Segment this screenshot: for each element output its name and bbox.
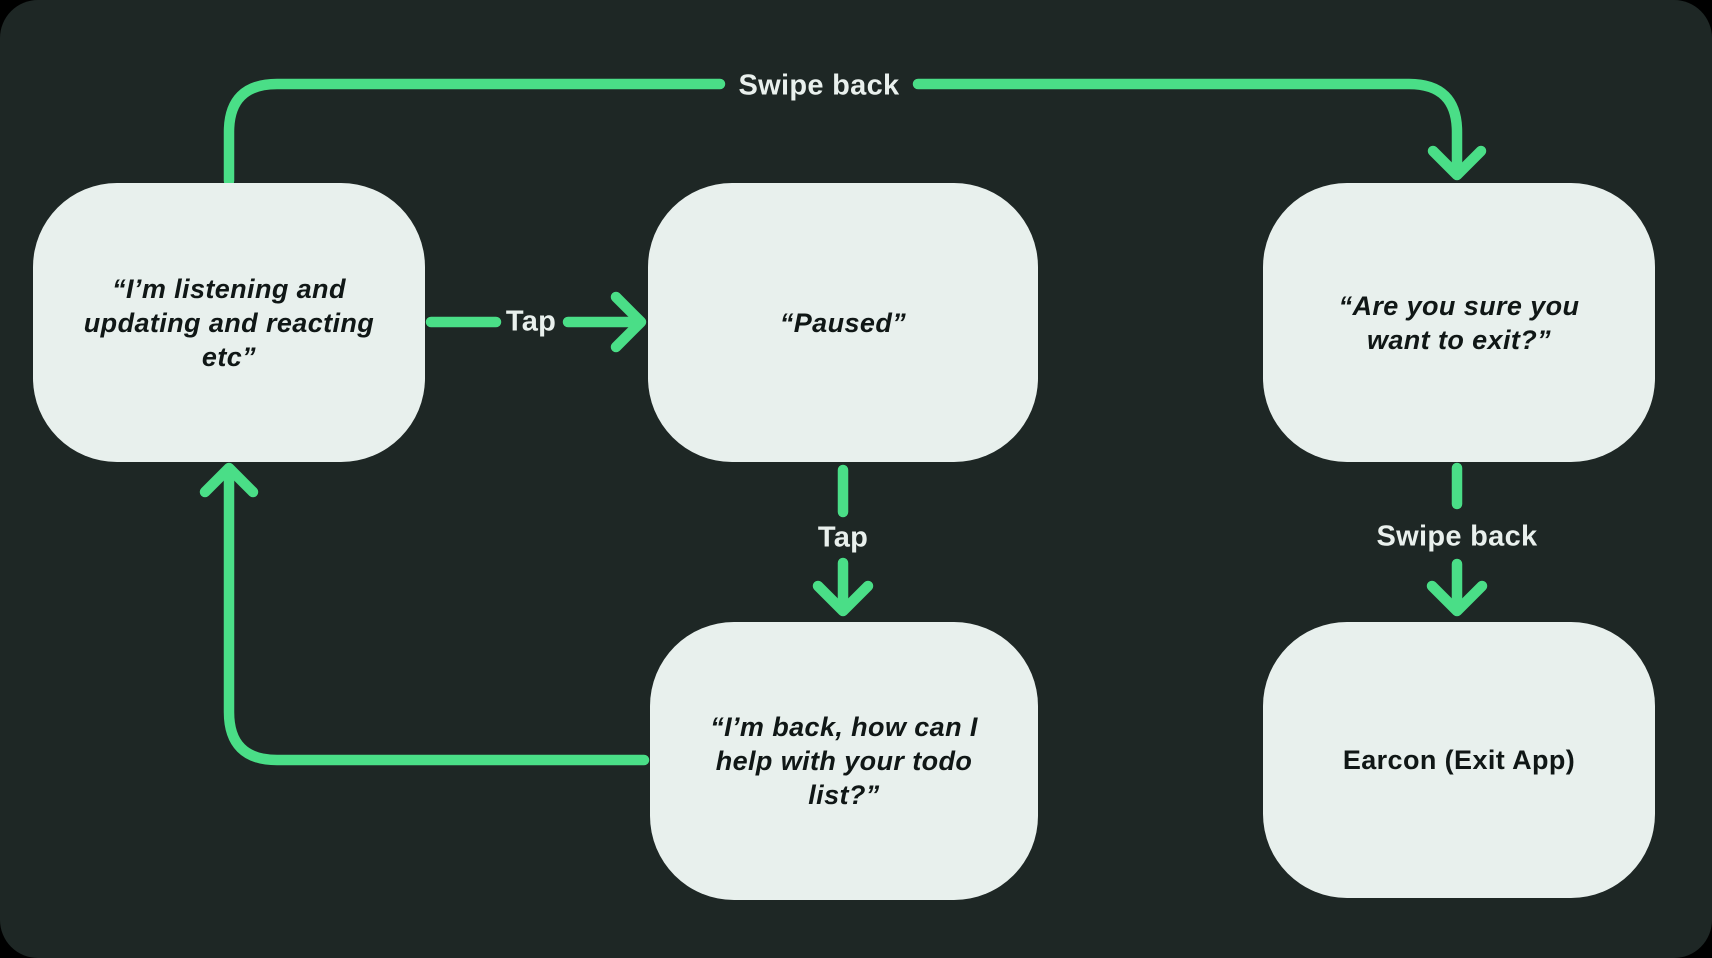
- edge-swipe-back-top-left-segment: [223, 78, 726, 187]
- node-earcon-exit-text: Earcon (Exit App): [1342, 745, 1576, 775]
- arrowhead-down-icon: [812, 580, 874, 617]
- node-paused: “Paused”: [648, 183, 1038, 462]
- arrowhead-down-icon: [1426, 580, 1488, 617]
- node-listening-text: “I’m listening and updating and reacting…: [83, 273, 375, 372]
- node-back-help-text: “I’m back, how can I help with your todo…: [710, 712, 978, 810]
- node-paused-text: “Paused”: [779, 307, 907, 338]
- edge-label-tap-down: Tap: [817, 521, 869, 554]
- node-back-help: “I’m back, how can I help with your todo…: [650, 622, 1038, 900]
- edge-label-swipe-back-top: Swipe back: [738, 69, 900, 102]
- node-exit-confirm-text: “Are you sure you want to exit?”: [1338, 290, 1580, 355]
- arrowhead-up-icon: [199, 462, 259, 498]
- node-exit-confirm: “Are you sure you want to exit?”: [1263, 183, 1655, 462]
- node-earcon-exit: Earcon (Exit App): [1263, 622, 1655, 898]
- edge-label-tap-right: Tap: [505, 305, 557, 338]
- arrowhead-down-icon: [1427, 145, 1487, 181]
- node-listening: “I’m listening and updating and reacting…: [33, 183, 425, 462]
- arrowhead-right-icon: [610, 291, 647, 353]
- edge-swipe-back-top-right-segment: [912, 78, 1463, 178]
- edge-label-swipe-back-right: Swipe back: [1376, 520, 1538, 553]
- edge-loop-back-segment: [223, 466, 650, 766]
